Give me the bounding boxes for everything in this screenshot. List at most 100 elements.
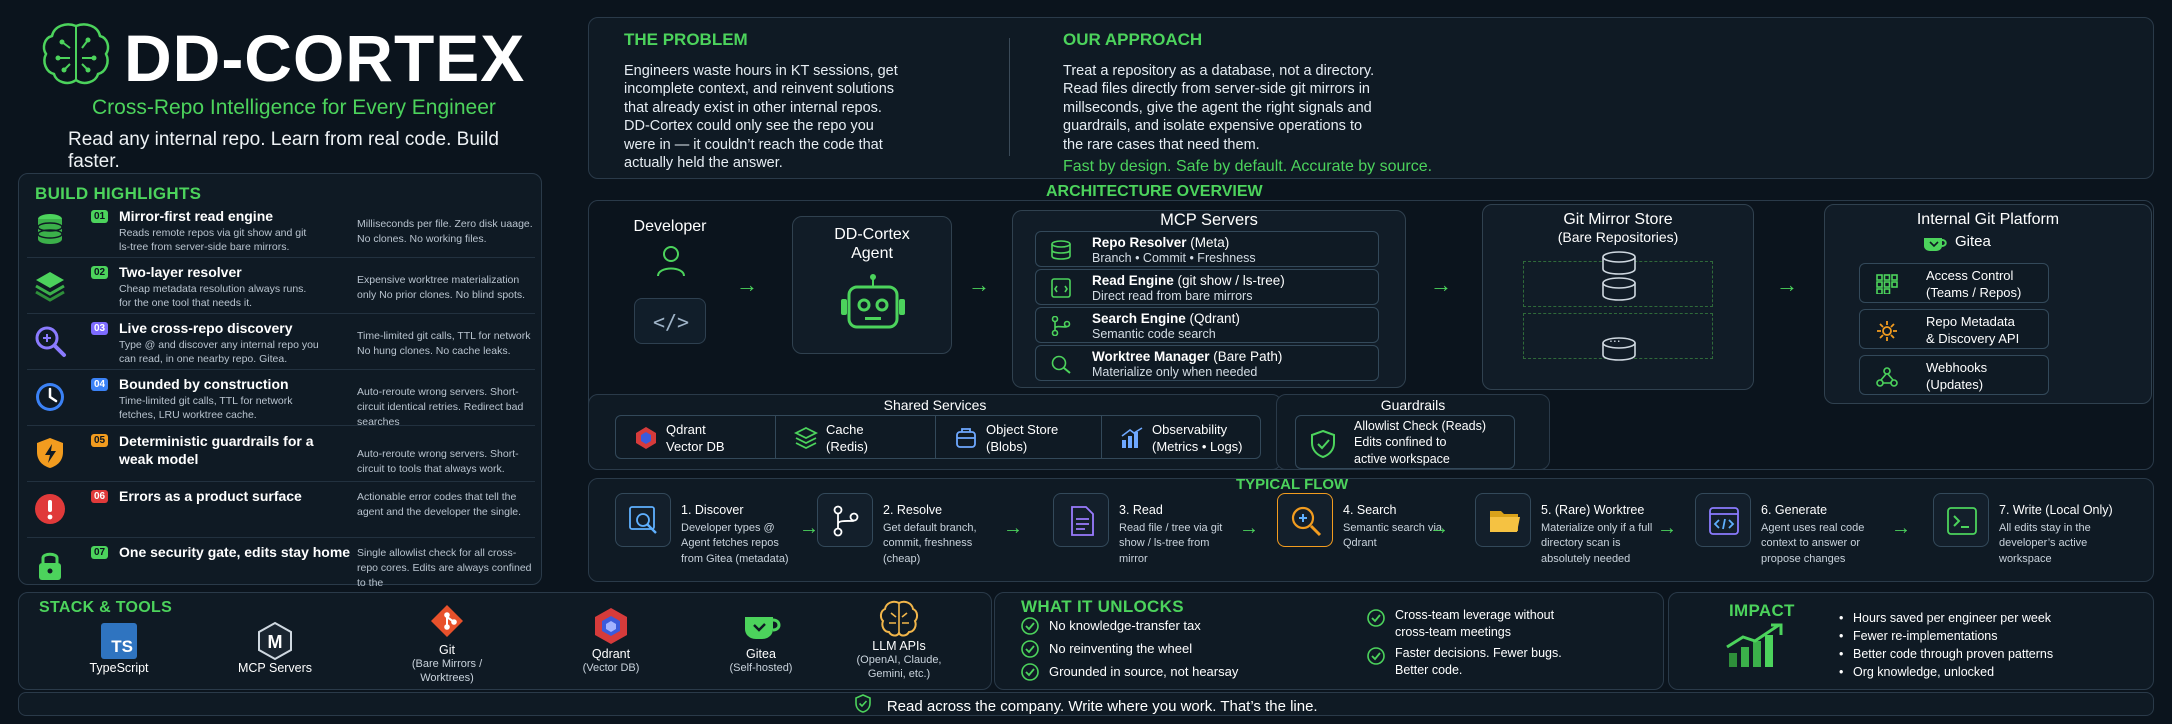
unlocks-title: WHAT IT UNLOCKS (1021, 597, 1184, 616)
mcp-item-title: Read Engine (git show / ls-tree) (1092, 273, 1285, 288)
flow-title: TYPICAL FLOW (1236, 476, 1349, 493)
unlock-item: Grounded in source, not hearsay (1021, 663, 1238, 681)
clock-icon (33, 380, 67, 414)
highlight-detail: Actionable error codes that tell the age… (357, 491, 522, 519)
svg-text:</>: </> (653, 310, 689, 334)
app-title: DD-CORTEX (124, 21, 526, 95)
agent-label-line2: Agent (851, 245, 893, 263)
highlight-row: 03 Live cross-repo discovery Type @ and … (27, 316, 535, 370)
check-circle-icon (1367, 647, 1385, 665)
mcp-item-title: Repo Resolver (Meta) (1092, 235, 1229, 250)
unlock-item: No reinventing the wheel (1021, 640, 1192, 658)
qdrant-icon (634, 426, 658, 450)
database-icon (33, 212, 67, 246)
shared-service-name: Observability (1152, 422, 1228, 437)
highlight-title: Mirror-first read engine (119, 208, 274, 224)
mcp-badge: M (268, 632, 283, 652)
layers-icon (33, 268, 67, 302)
highlight-title: Deterministic guardrails for a weak mode… (119, 433, 314, 468)
unlock-item: No knowledge-transfer tax (1021, 617, 1201, 635)
mcp-item-sub: Materialize only when needed (1092, 365, 1258, 379)
flow-step-desc: Semantic search via Qdrant (1343, 522, 1443, 550)
arrow-icon: → (1429, 517, 1449, 539)
search-icon (1050, 354, 1072, 374)
stack-label: Gitea (746, 647, 776, 661)
app-subtitle: Cross-Repo Intelligence for Every Engine… (92, 96, 496, 119)
shared-service-name: Cache (826, 422, 864, 437)
mcp-item-extra: (Bare Path) (1209, 349, 1283, 364)
shared-service-label: Cache(Redis) (826, 422, 868, 456)
highlight-detail: Auto-reroute wrong servers. Short-circui… (357, 448, 519, 476)
problem-approach-panel: THE PROBLEM Engineers waste hours in KT … (588, 17, 2154, 179)
gitea-icon (1921, 233, 1951, 253)
highlight-detail: Auto-reroute wrong servers. Short-circui… (357, 386, 524, 429)
git-platform-node: Internal Git Platform Gitea Access Contr… (1824, 204, 2152, 404)
platform-item: Webhooks (Updates) (1859, 355, 2049, 395)
platform-item-label: Access Control (Teams / Repos) (1926, 268, 2022, 300)
flow-step-title: 6. Generate (1761, 503, 1828, 517)
mcp-item-sub: Branch • Commit • Freshness (1092, 251, 1256, 265)
highlight-row: 07 One security gate, edits stay home Si… (27, 540, 535, 594)
highlight-detail: Time-limited git calls, TTL for network … (357, 330, 531, 358)
highlight-title: Live cross-repo discovery (119, 320, 293, 336)
highlight-number: 02 (91, 266, 109, 279)
mcp-item-title: Search Engine (Qdrant) (1092, 311, 1240, 326)
mcp-item: Read Engine (git show / ls-tree) Direct … (1035, 269, 1379, 305)
highlight-number: 06 (91, 490, 109, 503)
shared-service-name: Qdrant (666, 422, 706, 437)
developer-node: Developer </> (620, 218, 720, 348)
highlight-title: Two-layer resolver (119, 264, 242, 280)
check-circle-icon (1367, 609, 1385, 627)
flow-step-desc: Materialize only if a full directory sca… (1541, 522, 1653, 565)
approach-title: OUR APPROACH (1063, 30, 1203, 49)
arrow-icon: → (1776, 272, 1798, 297)
guardrails-panel: Guardrails Allowlist Check (Reads) Edits… (1276, 394, 1550, 470)
database-icon (1050, 240, 1072, 260)
terminal-icon (1933, 493, 1989, 547)
shared-service-label: Object Store(Blobs) (986, 422, 1058, 456)
highlight-number: 05 (91, 434, 109, 447)
mcp-item-extra: (git show / ls-tree) (1173, 273, 1285, 288)
document-icon (1053, 493, 1109, 547)
mcp-item: Search Engine (Qdrant) Semantic code sea… (1035, 307, 1379, 343)
unlock-item: Cross-team leverage without cross-team m… (1367, 607, 1567, 641)
mcp-title: MCP Servers (1160, 211, 1258, 229)
highlight-detail: Single allowlist check for all cross-rep… (357, 547, 532, 590)
impact-item: Org knowledge, unlocked (1839, 665, 1994, 679)
highlight-row: 01 Mirror-first read engine Reads remote… (27, 204, 535, 258)
flow-step-desc: Get default branch, commit, freshness (c… (883, 522, 977, 565)
mcp-item-sub: Direct read from bare mirrors (1092, 289, 1253, 303)
what-it-unlocks-panel: WHAT IT UNLOCKS No knowledge-transfer ta… (994, 592, 1664, 690)
stack-sublabel: (Self-hosted) (729, 662, 793, 674)
flow-step-title: 7. Write (Local Only) (1999, 503, 2113, 517)
typescript-badge: TS (111, 637, 133, 656)
flow-step-title: 2. Resolve (883, 503, 943, 517)
highlight-row: 04 Bounded by construction Time-limited … (27, 372, 535, 428)
stack-item: LLM APIs (OpenAI, Claude, Gemini, etc.) (819, 599, 979, 682)
stack-item: M MCP Servers (195, 621, 355, 675)
gitea-icon (741, 607, 781, 645)
flow-step-desc: Agent uses real code context to answer o… (1761, 522, 1865, 565)
search-icon (1277, 493, 1333, 547)
impact-panel: IMPACT Hours saved per engineer per week… (1668, 592, 2154, 690)
shared-service-sub: (Metrics • Logs) (1152, 438, 1243, 454)
build-highlights-title: BUILD HIGHLIGHTS (35, 184, 202, 203)
mcp-item: Repo Resolver (Meta) Branch • Commit • F… (1035, 231, 1379, 267)
highlight-desc: Reads remote repos via git show and git … (119, 227, 307, 254)
footer-text: Read across the company. Write where you… (886, 697, 1318, 715)
shield-check-icon (854, 694, 872, 717)
code-file-icon (1050, 278, 1072, 298)
approach-block: OUR APPROACH Treat a repository as a dat… (1063, 30, 1543, 176)
agent-label-line1: DD-Cortex (834, 226, 910, 243)
stack-tools-panel: STACK & TOOLS TS TypeScript M MCP Server… (18, 592, 992, 690)
stack-item: Gitea (Self-hosted) (681, 607, 841, 675)
guardrails-title: Guardrails (1380, 397, 1446, 413)
unlock-text: Cross-team leverage without cross-team m… (1395, 608, 1555, 639)
highlight-number: 07 (91, 546, 109, 559)
unlock-text: No knowledge-transfer tax (1049, 618, 1201, 633)
shield-bolt-icon (33, 436, 67, 470)
flow-step-desc: All edits stay in the developer’s active… (1999, 522, 2091, 565)
